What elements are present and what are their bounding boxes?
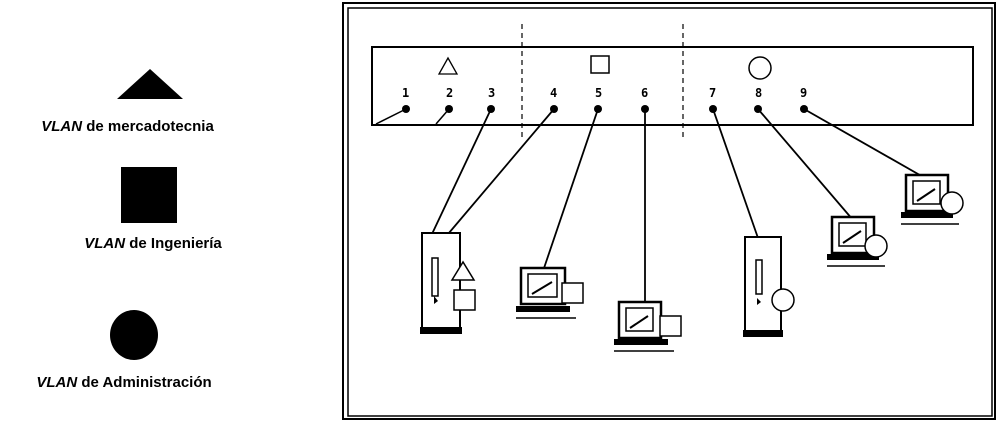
triangle-icon [450, 260, 476, 281]
cable-port-3 [431, 108, 492, 235]
computer-tower-mkt-ing [420, 232, 476, 334]
triangle-icon [117, 69, 183, 99]
monitor-base [614, 339, 668, 345]
square-icon [659, 315, 682, 337]
tower-base [743, 330, 783, 337]
square-icon [561, 282, 584, 304]
legend-label-engineering: VLAN de Ingeniería [62, 235, 244, 252]
port-stub [435, 108, 450, 125]
cables [431, 108, 926, 306]
port-label: 3 [488, 86, 495, 100]
circle-icon [864, 234, 888, 258]
tower-body [744, 236, 782, 335]
computer-desktop-ing-1 [516, 266, 584, 319]
network-diagram: 1 2 3 4 5 6 7 8 9 [342, 2, 996, 420]
switch: 1 2 3 4 5 6 7 8 9 [371, 24, 974, 140]
port-label: 6 [641, 86, 648, 100]
diagram-frame-inner [347, 7, 993, 417]
monitor-glare [842, 230, 862, 244]
legend-label-marketing: VLAN de mercadotecnia [10, 118, 245, 135]
monitor-base [827, 254, 879, 260]
port-label: 1 [402, 86, 409, 100]
legend-label-administration: VLAN de Administración [9, 374, 239, 391]
legend-label-prefix: VLAN [36, 374, 78, 391]
computer-desktop-adm-1 [827, 215, 888, 267]
legend-label-text: de Ingeniería [125, 235, 222, 252]
computer-desktop-ing-2 [614, 300, 682, 352]
port-label: 4 [550, 86, 557, 100]
computer-tower-adm [743, 236, 795, 337]
cable-port-9 [803, 108, 926, 179]
square-icon [121, 167, 177, 223]
circle-icon [940, 191, 964, 215]
port-label: 5 [595, 86, 602, 100]
tower-panel [757, 298, 761, 305]
monitor-glare [531, 281, 553, 295]
tower-drive [755, 259, 763, 295]
computer-desktop-adm-2 [901, 173, 964, 225]
switch-body [371, 46, 974, 126]
cable-port-7 [712, 108, 759, 239]
square-icon [590, 55, 610, 74]
monitor-glare [916, 188, 936, 202]
legend-label-prefix: VLAN [84, 235, 126, 252]
port-stub [375, 108, 407, 125]
legend-label-text: de mercadotecnia [82, 118, 214, 135]
tower-panel [434, 296, 438, 304]
circle-icon [771, 288, 795, 312]
port-label: 9 [800, 86, 807, 100]
circle-icon [110, 310, 158, 360]
cable-port-4 [442, 108, 555, 241]
legend-label-text: de Administración [77, 374, 212, 391]
port-label: 2 [446, 86, 453, 100]
tower-drive [431, 257, 439, 297]
monitor-glare [629, 315, 649, 329]
circle-icon [748, 56, 772, 80]
tower-body [421, 232, 461, 332]
cable-port-5 [541, 108, 599, 275]
tower-base [420, 327, 462, 334]
monitor-base [901, 212, 953, 218]
square-icon [453, 289, 476, 311]
diagram-frame [342, 2, 996, 420]
port-label: 8 [755, 86, 762, 100]
monitor-base [516, 306, 570, 312]
cable-port-8 [757, 108, 854, 221]
legend-label-prefix: VLAN [41, 118, 83, 135]
port-label: 7 [709, 86, 716, 100]
triangle-icon [437, 56, 459, 75]
